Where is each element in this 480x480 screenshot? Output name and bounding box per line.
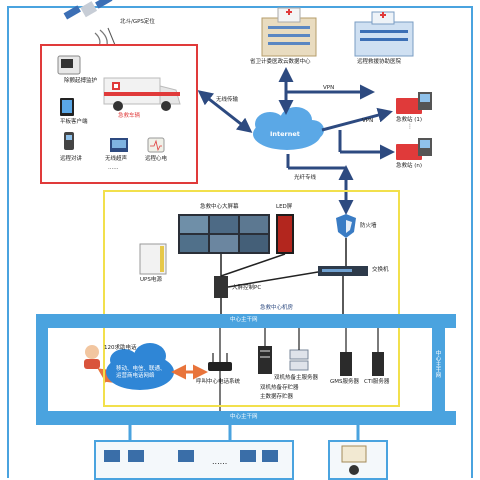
vpn-top-label: VPN — [323, 85, 335, 91]
cti-server-icon — [372, 352, 384, 376]
network-switch-icon — [318, 266, 368, 276]
office-dots: ...... — [212, 457, 228, 466]
main-storage-label: 主数据存贮器 — [260, 394, 294, 400]
phone-call-label: 120求助电话 — [104, 345, 137, 351]
internet-cloud-icon — [253, 107, 324, 150]
device-label-ultrasound: 无线超声 — [105, 156, 128, 162]
ups-power-icon — [139, 243, 167, 275]
wireless-label: 无线传输 — [216, 97, 239, 103]
station-label-n: 急救站 (n) — [396, 163, 423, 169]
backbone-bus-top — [36, 314, 456, 328]
station-label-1: 急救站 (1) — [396, 117, 423, 123]
backbone-bus-right — [432, 314, 445, 425]
gms-server-label: GMS服务器 — [330, 379, 359, 385]
big-screen-wall-icon — [178, 214, 270, 254]
dispatch-office-box — [94, 440, 294, 480]
emergency-center-panel — [103, 190, 400, 407]
rescue-hospital-icon — [354, 11, 414, 57]
bus-bottom-label: 中心主干网 — [230, 414, 258, 420]
center-room-label: 急救中心机房 — [260, 305, 294, 311]
dedicated-line-label: 光纤专线 — [294, 175, 317, 181]
firewall-label: 防火墙 — [360, 223, 377, 229]
device-label-ecg: 远程心电 — [145, 156, 168, 162]
phone-user-icon — [84, 345, 100, 369]
big-screen-title: 急救中心大屏幕 — [200, 204, 239, 210]
device-label-monitor: 除颤起搏监护 — [64, 78, 98, 84]
bus-right-label: 中心主干网 — [434, 350, 441, 378]
dual-storage-label: 双机热备存贮器 — [260, 385, 299, 391]
screen-pc-label: 大屏控制PC — [232, 285, 262, 291]
ambulance-more-dots: ...... — [108, 165, 119, 171]
internet-label: Internet — [270, 130, 300, 138]
call-system-label: 呼叫中心电话系统 — [196, 379, 241, 385]
led-screen-label: LED屏 — [276, 204, 293, 210]
satellite-label: 北斗/GPS定位 — [120, 19, 155, 25]
led-screen-icon — [276, 214, 294, 254]
dual-host-label: 双机热备主服务器 — [274, 375, 319, 381]
bus-top-label: 中心主干网 — [230, 317, 258, 323]
call-router-icon — [208, 351, 232, 371]
gms-server-icon — [340, 352, 352, 376]
station-dots: ⋮ — [407, 123, 413, 130]
station-n-icon — [396, 138, 432, 160]
vpn-right-label: VPN — [362, 118, 374, 124]
dual-host-server-icon — [258, 346, 272, 374]
switch-label: 交换机 — [372, 267, 389, 273]
device-label-intercom: 远程对讲 — [60, 156, 83, 162]
carrier-network-cloud-icon — [106, 343, 174, 390]
outer-frame — [7, 6, 473, 478]
device-label-tablet: 平板客户端 — [60, 119, 88, 125]
ambulance-panel-icons — [57, 55, 181, 153]
ups-label: UPS电源 — [140, 277, 162, 283]
cti-server-label: CTI服务器 — [364, 379, 390, 385]
hospital-label-rescue: 远程救援协助医院 — [357, 59, 402, 65]
station-1-icon — [396, 92, 432, 114]
backbone-bus-left — [36, 314, 48, 425]
screen-control-pc-icon — [214, 276, 228, 298]
hospital-label-data-center: 省卫计委医政云数据中心 — [250, 59, 311, 65]
ambulance-label: 急救车辆 — [118, 113, 141, 119]
backbone-bus-bottom — [36, 411, 456, 425]
firewall-icon — [336, 214, 356, 238]
carrier-network-label: 移动、电信、联通、运营商电话网络 — [116, 366, 166, 380]
hospital-building-icon — [261, 7, 317, 57]
